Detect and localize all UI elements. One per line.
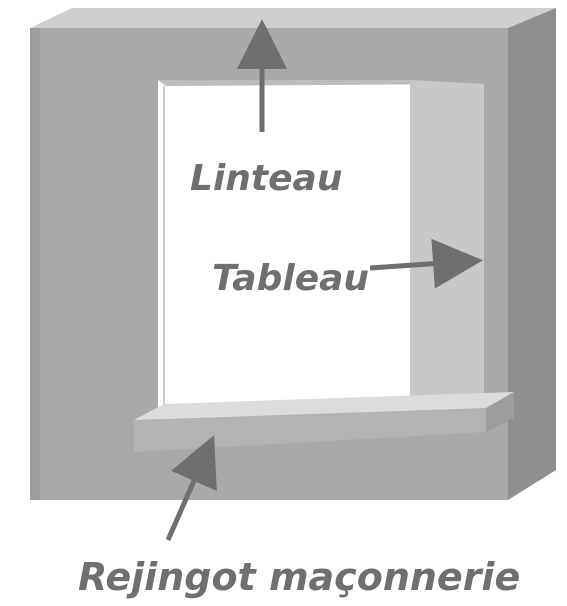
sill-arrow	[165, 435, 217, 542]
reveal-face	[410, 80, 484, 420]
wall-top-face	[30, 8, 556, 28]
wall-left-edge	[30, 28, 40, 500]
sill-side-face	[486, 392, 514, 432]
wall-front-face	[30, 28, 508, 500]
opening-top-reveal	[158, 80, 484, 86]
opening-glass-area	[164, 86, 410, 416]
sill-top-face	[134, 392, 514, 420]
lintel-label: Linteau	[190, 158, 342, 199]
sill-label: Rejingot maçonnerie	[78, 555, 520, 599]
wall-side-face	[508, 8, 556, 500]
reveal-label: Tableau	[212, 258, 369, 299]
reveal-arrow	[369, 238, 483, 289]
sill-front-face	[134, 408, 486, 452]
